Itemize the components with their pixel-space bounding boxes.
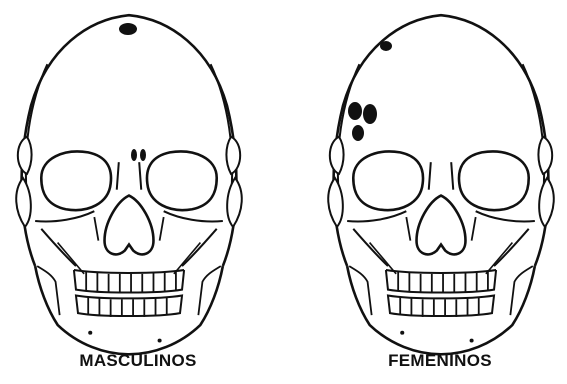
nasal-marker-right [140,149,146,161]
frontal-marker [380,41,392,51]
nasal-marker-left [131,149,137,161]
orbital-marker-lower [352,125,364,141]
female-skull [328,15,554,354]
panel-label-female: FEMENINOS [340,351,540,371]
orbital-marker-upper [348,102,362,120]
panel-label-male: MASCULINOS [38,351,238,371]
orbital-marker-right [363,104,377,124]
male-skull [16,15,242,354]
frontal-marker [119,23,137,35]
